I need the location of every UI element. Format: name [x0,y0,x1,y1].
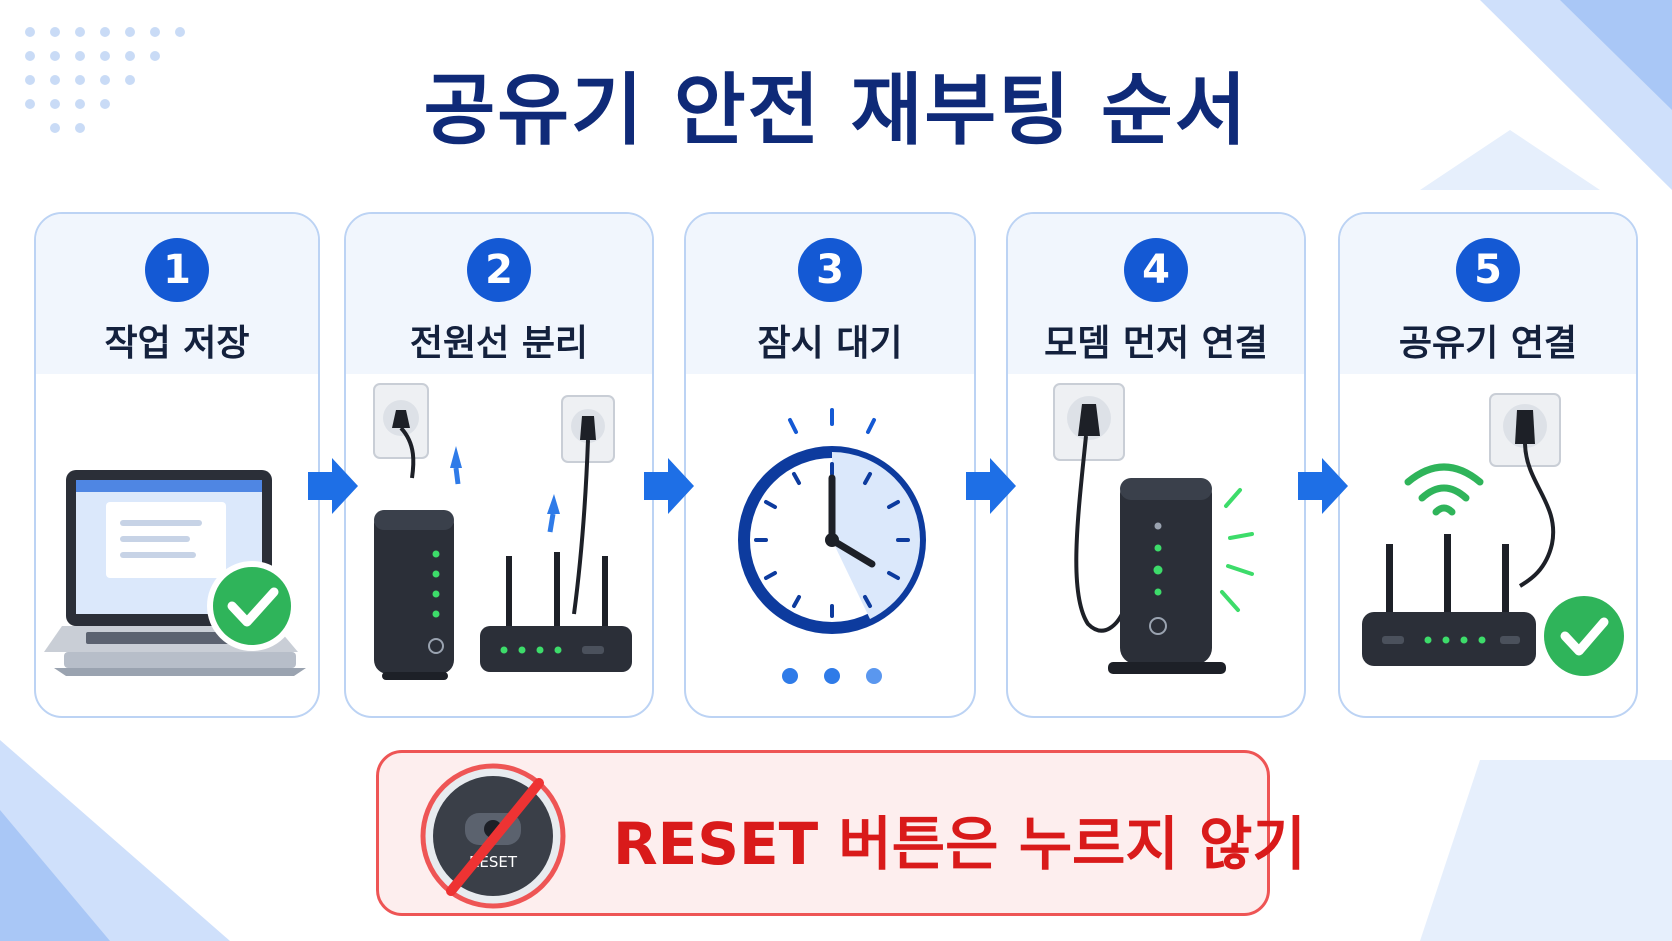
page-title: 공유기 안전 재부팅 순서 [423,66,1249,156]
step-label: 작업 저장 [104,323,250,364]
warning-text: RESET 버튼은 누르지 않기 [613,810,1306,878]
step-number-badge: 3 [798,238,862,302]
arrow-right-icon [966,458,1016,514]
modem-icon [374,510,454,680]
router-icon [1362,534,1536,666]
router-icon [480,552,632,672]
router-connect-illustration [1362,393,1624,676]
modem-connect-illustration [1053,383,1254,674]
step-number-badge: 4 [1124,238,1188,302]
dot-grid-decoration [25,27,185,133]
step-card-2: 2 전원선 분리 [344,212,654,718]
step-card-5: 5 공유기 연결 [1338,212,1638,718]
laptop-icon [44,470,306,676]
power-plug-icon [1489,393,1561,588]
step-label: 공유기 연결 [1398,323,1578,364]
wifi-icon [1404,463,1484,516]
power-plug-icon [1053,383,1126,633]
step-number-badge: 1 [145,238,209,302]
step-number-badge: 2 [467,238,531,302]
arrow-right-icon [308,458,358,514]
step-card-4: 4 모뎀 먼저 연결 [1006,212,1306,718]
power-plug-icon [561,395,615,615]
signal-lines-icon [1220,488,1254,612]
step-number-badge: 5 [1456,238,1520,302]
step-label: 잠시 대기 [757,323,903,364]
step-card-3: 3 잠시 대기 [684,212,976,718]
arrow-right-icon [1298,458,1348,514]
step-card-1: 1 작업 저장 [34,212,320,718]
power-plug-icon [373,383,429,479]
step-label: 전원선 분리 [409,323,589,364]
step-label: 모뎀 먼저 연결 [1044,323,1268,364]
unplug-illustration [373,383,632,680]
check-icon [1544,596,1624,676]
modem-icon [1108,478,1226,674]
check-icon [207,561,297,651]
prohibited-icon: RESET [420,763,566,909]
clock-icon [738,408,926,684]
warning-banner: RESET RESET 버튼은 누르지 않기 [376,750,1306,916]
arrow-right-icon [644,458,694,514]
